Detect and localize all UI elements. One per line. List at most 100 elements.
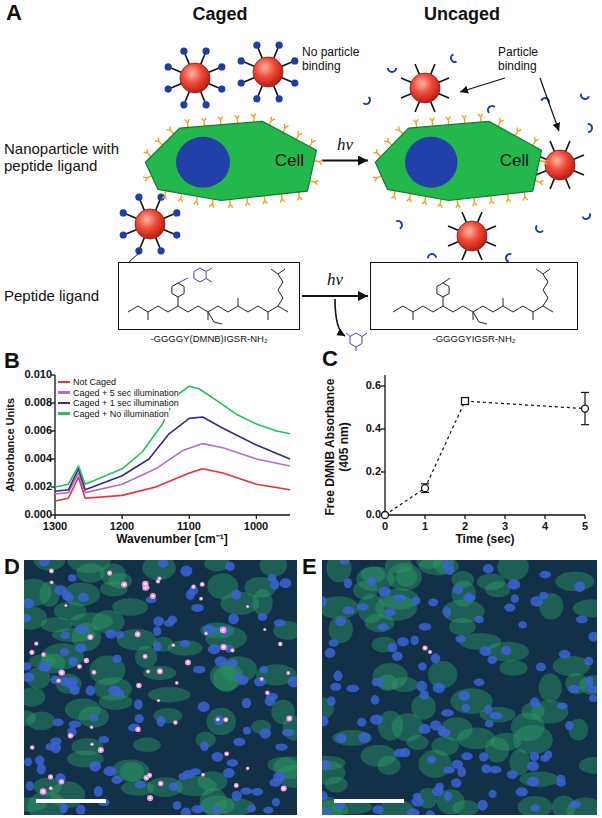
nucleus-stain [24, 662, 31, 670]
particle-signal [138, 684, 140, 686]
column-heading: Caged [192, 4, 247, 25]
nucleus-stain [527, 777, 539, 787]
receptor [319, 162, 322, 165]
particle-signal [201, 773, 205, 777]
receptor [148, 153, 152, 157]
nucleus-stain [394, 749, 406, 758]
nucleus-stain [173, 801, 182, 810]
particle-signal [265, 690, 270, 695]
legend-row: Caged + No illumination [58, 409, 169, 419]
nucleus-stain [484, 705, 492, 714]
receptor [146, 149, 148, 153]
nucleus-stain [190, 768, 201, 775]
receptor [398, 126, 400, 130]
cell-stain [449, 618, 476, 636]
ligand [244, 78, 254, 82]
annotation: No particle binding [302, 46, 382, 74]
axes-c [381, 375, 585, 519]
particle-signal [90, 725, 94, 729]
cell-stain [555, 572, 594, 592]
nanoparticle [457, 221, 487, 251]
data-marker [422, 485, 429, 492]
nucleus-stain [191, 805, 204, 813]
particle-signal [200, 582, 205, 587]
receptor [315, 182, 318, 185]
panel-letter: A [6, 2, 22, 24]
receptor [515, 131, 517, 135]
particle-signal [281, 785, 287, 791]
nucleus-stain [180, 640, 191, 647]
free-cage [388, 68, 396, 72]
cell-stain [579, 675, 597, 695]
particle-signal [91, 744, 92, 745]
particle-signal [263, 628, 266, 631]
nucleus-stain [52, 719, 63, 727]
ligand [478, 250, 482, 260]
particle-signal [422, 645, 427, 650]
receptor [263, 201, 265, 205]
receptor [246, 203, 248, 207]
nucleus-stain [478, 800, 488, 811]
peptide-box: -GGGGYIGSR-NH₂ [370, 262, 578, 330]
particle-signal [59, 779, 64, 784]
cell-shape: Cell [370, 118, 545, 203]
row-label: Peptide ligand [4, 287, 99, 304]
cage-group [202, 48, 209, 55]
data-marker [382, 512, 389, 519]
pointer-arrow [540, 78, 559, 131]
particle-signal [143, 654, 148, 659]
nucleus-stain [419, 724, 431, 734]
nucleus-stain [59, 677, 70, 686]
nucleus-stain [346, 685, 359, 693]
bond [178, 297, 179, 306]
nucleus-stain [427, 756, 436, 763]
nucleus-stain [407, 808, 420, 815]
nucleus-stain [280, 578, 292, 588]
nucleus-stain [461, 752, 473, 760]
nucleus-stain [231, 590, 241, 600]
cell-stain [573, 599, 597, 617]
particle-signal [247, 606, 248, 607]
particle-signal [176, 682, 177, 683]
legend-text: Caged + 5 sec illumination [73, 388, 179, 398]
ligand [171, 84, 181, 88]
nucleus-stain [372, 805, 383, 814]
cell-stain [67, 560, 110, 573]
nucleus-stain [570, 801, 581, 809]
cell-stain [322, 596, 359, 618]
receptor [407, 198, 410, 201]
ligand [478, 212, 482, 222]
receptor [221, 116, 223, 119]
cell-stain [356, 567, 394, 592]
particle-signal [149, 797, 151, 799]
receptor [500, 120, 504, 122]
cell-stain [206, 708, 236, 735]
particle-signal [77, 664, 82, 669]
particle-signal [264, 629, 265, 630]
particle-signal [287, 672, 289, 674]
cell-stain [27, 792, 66, 815]
ligand [486, 242, 496, 246]
ligand [209, 68, 219, 72]
receptor [246, 198, 248, 203]
bond [178, 278, 188, 283]
nucleus-stain [367, 576, 376, 586]
peptide-structure [118, 262, 300, 330]
bond [543, 269, 550, 274]
particle-signal [173, 720, 177, 724]
receptor [489, 201, 491, 205]
legend-row: Caged + 5 sec illumination [58, 388, 179, 398]
particle-signal [235, 785, 237, 787]
particle-signal [157, 668, 163, 674]
nucleus-stain [411, 635, 419, 645]
receptor [212, 199, 214, 204]
receptor [373, 176, 377, 178]
ligand [171, 68, 181, 72]
nanoparticle [135, 209, 165, 239]
nucleus-stain [504, 604, 515, 612]
spectrum-line [55, 444, 290, 494]
particle-signal [224, 751, 229, 756]
axis-title: Absorbance Units [4, 398, 17, 492]
sequence-label: -GGGGYIGSR-NH₂ [433, 333, 516, 344]
particle-signal [159, 670, 161, 672]
